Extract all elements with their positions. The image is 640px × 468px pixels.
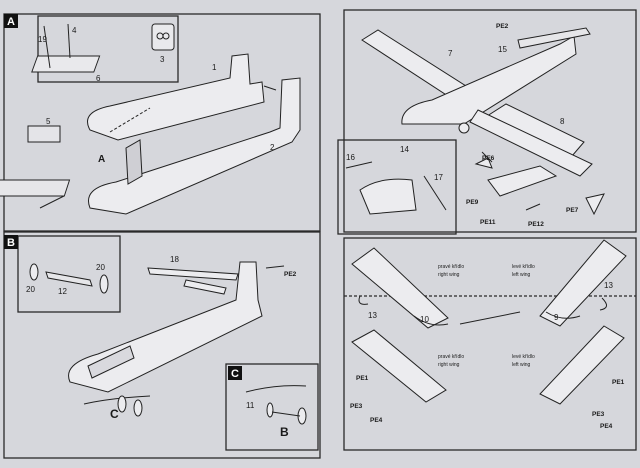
part-18: 18 bbox=[170, 255, 179, 264]
right-wing-en-upper: right wing bbox=[438, 272, 460, 278]
panel-d-frame bbox=[343, 9, 637, 233]
part-b-inset bbox=[17, 235, 121, 313]
wing-assembly-d bbox=[345, 27, 605, 216]
right-wing-en-lower: right wing bbox=[438, 362, 460, 368]
right-wing-cz-upper: pravé křídlo bbox=[438, 264, 464, 270]
callout-b: B bbox=[280, 425, 289, 439]
left-wing-en-lower: left wing bbox=[512, 362, 531, 368]
part-14: 14 bbox=[400, 145, 409, 154]
part-13-left: 13 bbox=[368, 311, 377, 320]
part-2: 2 bbox=[270, 143, 275, 152]
fuselage-assembly-a bbox=[0, 23, 301, 215]
panel-a-frame bbox=[3, 13, 321, 232]
part-11: 11 bbox=[246, 401, 255, 410]
part-9: 9 bbox=[554, 313, 559, 322]
pe7: PE7 bbox=[566, 207, 579, 214]
section-label-b: B bbox=[7, 237, 15, 249]
section-tag-b bbox=[4, 235, 18, 249]
part-c-inset bbox=[225, 363, 319, 451]
part-16: 16 bbox=[346, 153, 355, 162]
pe4-left-wing: PE4 bbox=[600, 423, 613, 430]
detail-inset-frame bbox=[337, 139, 457, 235]
right-wing-cz-lower: pravé křídlo bbox=[438, 354, 464, 360]
left-wing-cz-lower: levé křídlo bbox=[512, 354, 535, 360]
fuselage-assembly-b bbox=[29, 261, 285, 417]
part-a-inset bbox=[37, 15, 179, 83]
pe6: PE6 bbox=[482, 155, 495, 162]
part-13-right: 13 bbox=[604, 281, 613, 290]
part-7: 7 bbox=[448, 49, 453, 58]
part-19: 19 bbox=[38, 35, 47, 44]
part-15: 15 bbox=[498, 45, 507, 54]
part-4: 4 bbox=[72, 26, 77, 35]
section-label-c: C bbox=[231, 368, 239, 380]
pe4-right-wing: PE4 bbox=[370, 417, 383, 424]
callout-a: A bbox=[98, 154, 105, 165]
pe1-left-wing: PE1 bbox=[612, 379, 625, 386]
part-10: 10 bbox=[420, 315, 429, 324]
section-label-a: A bbox=[7, 16, 15, 28]
pe1-right-wing: PE1 bbox=[356, 375, 369, 382]
pe3-right-wing: PE3 bbox=[350, 403, 363, 410]
pe2-d: PE2 bbox=[496, 23, 509, 30]
section-tag-c bbox=[228, 366, 242, 380]
part-17: 17 bbox=[434, 173, 443, 182]
pe12: PE12 bbox=[528, 221, 544, 228]
left-wing-cz-upper: levé křídlo bbox=[512, 264, 535, 270]
pe9: PE9 bbox=[466, 199, 479, 206]
callout-c: C bbox=[110, 407, 119, 421]
panel-bc-frame bbox=[3, 231, 321, 459]
part-8: 8 bbox=[560, 117, 565, 126]
part-12: 12 bbox=[58, 287, 67, 296]
panel-e-frame bbox=[343, 237, 637, 451]
section-tag-a bbox=[4, 14, 18, 28]
pe2-b: PE2 bbox=[284, 271, 297, 278]
part-20-right: 20 bbox=[96, 263, 105, 272]
part-5: 5 bbox=[46, 117, 51, 126]
wing-assembly-e bbox=[351, 239, 627, 405]
part-1: 1 bbox=[212, 63, 217, 72]
part-20-left: 20 bbox=[26, 285, 35, 294]
pe3-left-wing: PE3 bbox=[592, 411, 605, 418]
left-wing-en-upper: left wing bbox=[512, 272, 531, 278]
pe11: PE11 bbox=[480, 219, 496, 226]
part-3: 3 bbox=[160, 55, 165, 64]
part-6: 6 bbox=[96, 74, 101, 83]
ski-assembly-c bbox=[245, 385, 307, 425]
